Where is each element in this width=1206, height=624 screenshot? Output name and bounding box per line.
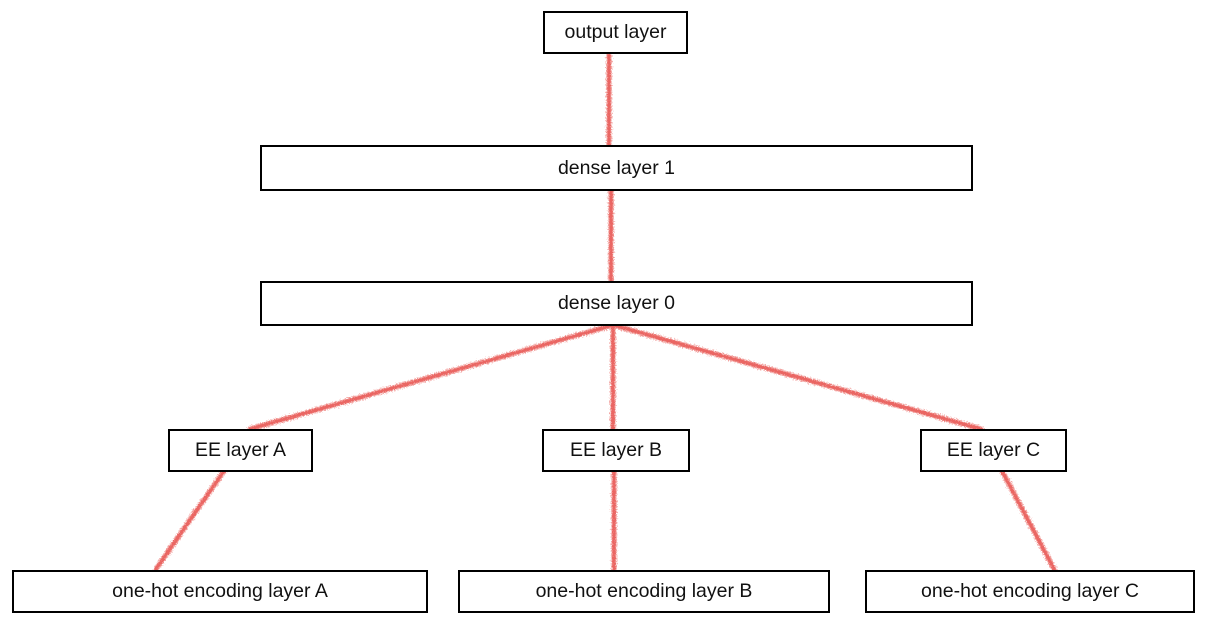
node-output-layer: output layer xyxy=(543,11,688,54)
node-ee-layer-b-label: EE layer B xyxy=(569,439,663,461)
node-dense-layer-0-label: dense layer 0 xyxy=(557,292,676,314)
node-onehot-encoding-layer-a-label: one-hot encoding layer A xyxy=(112,580,328,602)
node-onehot-encoding-layer-b: one-hot encoding layer B xyxy=(458,570,830,613)
node-onehot-encoding-layer-c: one-hot encoding layer C xyxy=(865,570,1195,613)
node-ee-layer-c-label: EE layer C xyxy=(946,439,1041,461)
node-output-layer-label: output layer xyxy=(564,21,667,43)
node-onehot-encoding-layer-b-label: one-hot encoding layer B xyxy=(535,580,753,602)
node-dense-layer-1: dense layer 1 xyxy=(260,145,973,191)
node-onehot-encoding-layer-a: one-hot encoding layer A xyxy=(12,570,428,613)
node-dense-layer-1-label: dense layer 1 xyxy=(557,156,676,179)
node-ee-layer-b: EE layer B xyxy=(542,429,690,472)
node-dense-layer-0: dense layer 0 xyxy=(260,281,973,326)
node-ee-layer-c: EE layer C xyxy=(920,429,1067,472)
node-onehot-encoding-layer-c-label: one-hot encoding layer C xyxy=(921,580,1139,602)
node-ee-layer-a-label: EE layer A xyxy=(194,439,287,461)
node-ee-layer-a: EE layer A xyxy=(168,429,313,472)
